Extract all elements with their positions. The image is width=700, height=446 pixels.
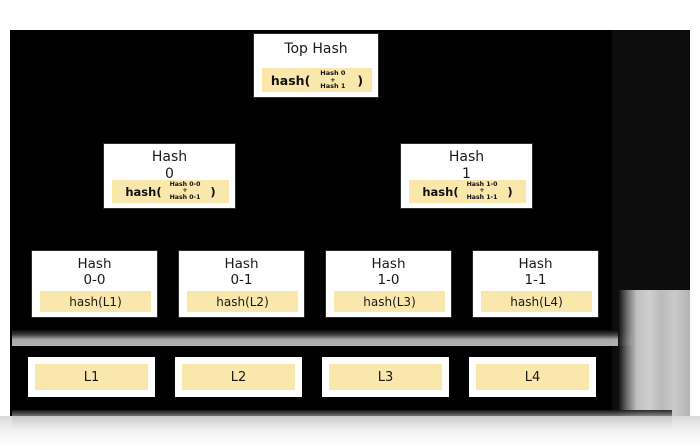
hash-arguments: Hash 0-0 + Hash 0-1 [169,180,201,202]
connector-root-stem [316,98,318,120]
connector-root-to-hash1 [465,120,467,143]
connector-root-to-hash0 [168,120,170,143]
node-top-hash-expression: hash( Hash 0 + Hash 1 ) [262,68,372,92]
hash-close-paren: ) [507,184,513,199]
data-block-l2[interactable]: L2 [171,353,306,401]
connector-hash0-bar [94,223,242,225]
connector-hash0-to-hash00 [94,223,96,250]
connector-root-bar [169,120,465,122]
node-hash-1[interactable]: Hash 1 hash( Hash 1-0 + Hash 1-1 ) [400,143,533,209]
node-hash-0-title: Hash 0 [151,149,188,182]
node-hash-0-1-expression: hash(L2) [187,291,298,312]
hash-arguments: Hash 1-0 + Hash 1-1 [466,180,498,202]
raster-artifact-right [618,290,690,416]
hash-arguments: Hash 0 + Hash 1 [320,68,346,91]
raster-artifact-bottom-fade [0,416,700,446]
connector-hash1-bar [388,223,536,225]
node-hash-1-title: Hash 1 [448,149,485,182]
node-hash-0-expression: hash( Hash 0-0 + Hash 0-1 ) [112,180,229,203]
node-hash-1-0[interactable]: Hash 1-0 hash(L3) [325,250,452,318]
connector-hash0-to-hash01 [240,223,242,250]
hash-open-paren: hash( [125,184,162,199]
node-hash-1-1-expression: hash(L4) [481,291,592,312]
node-hash-1-1-title: Hash 1-1 [518,256,553,288]
hash-arg-bottom: Hash 0-1 [169,193,201,201]
hash-close-paren: ) [357,72,364,88]
node-hash-0-0[interactable]: Hash 0-0 hash(L1) [31,250,158,318]
data-block-l4-label: L4 [476,364,589,390]
hash-arg-top: Hash 0-0 [169,180,201,188]
node-hash-1-0-expression: hash(L3) [334,291,445,312]
raster-artifact-midline [12,330,632,346]
data-block-l1[interactable]: L1 [24,353,159,401]
hash-open-paren: hash( [270,72,311,88]
hash-arg-plus: + [330,75,336,84]
node-hash-0-1-title: Hash 0-1 [224,256,259,288]
hash-arg-bottom: Hash 1-1 [466,193,498,201]
data-block-l3-label: L3 [329,364,442,390]
connector-hash1-stem [465,209,467,223]
hash-arg-top: Hash 0 [320,68,346,77]
hash-arg-bottom: Hash 1 [320,82,346,91]
node-hash-0-1[interactable]: Hash 0-1 hash(L2) [178,250,305,318]
hash-close-paren: ) [210,184,216,199]
node-hash-0-0-expression: hash(L1) [40,291,151,312]
node-hash-0-0-title: Hash 0-0 [77,256,112,288]
data-block-l4[interactable]: L4 [465,353,600,401]
hash-open-paren: hash( [422,184,459,199]
node-top-hash[interactable]: Top Hash hash( Hash 0 + Hash 1 ) [253,33,379,98]
hash-arg-top: Hash 1-0 [466,180,498,188]
data-block-l1-label: L1 [35,364,148,390]
data-block-l3[interactable]: L3 [318,353,453,401]
node-top-hash-title: Top Hash [284,41,348,57]
node-hash-1-0-title: Hash 1-0 [371,256,406,288]
hash-arg-plus: + [479,187,485,195]
connector-hash1-to-hash10 [388,223,390,250]
hash-arg-plus: + [182,187,188,195]
data-block-l2-label: L2 [182,364,295,390]
node-hash-0[interactable]: Hash 0 hash( Hash 0-0 + Hash 0-1 ) [103,143,236,209]
node-hash-1-1[interactable]: Hash 1-1 hash(L4) [472,250,599,318]
node-hash-1-expression: hash( Hash 1-0 + Hash 1-1 ) [409,180,526,203]
connector-hash1-to-hash11 [534,223,536,250]
connector-hash0-stem [168,209,170,223]
